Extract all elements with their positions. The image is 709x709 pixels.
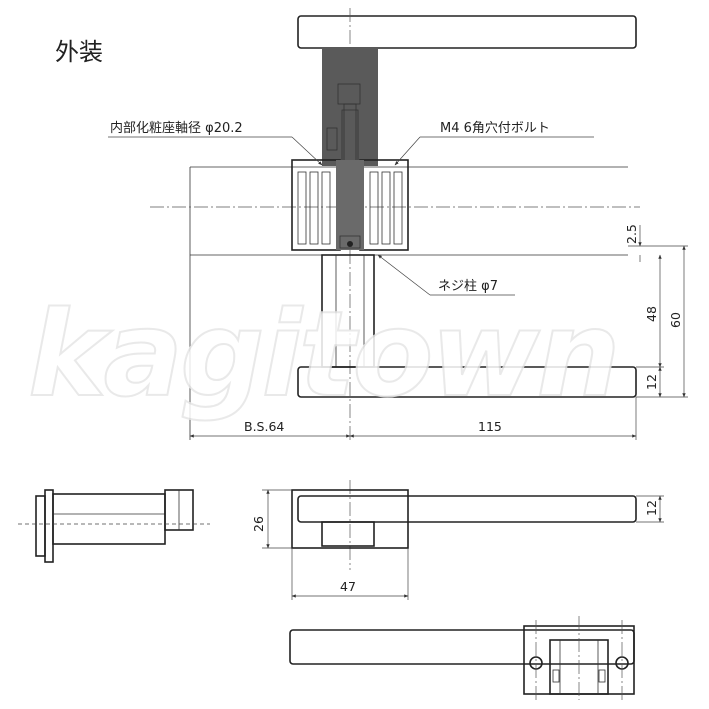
dim-12-top: 12	[644, 374, 659, 390]
callout-bolt: M4 6角穴付ボルト	[440, 121, 550, 136]
dim-2-5: 2.5	[624, 224, 639, 244]
neck-cavity	[322, 48, 378, 166]
dim-backset: B.S.64	[244, 419, 284, 434]
lower-lever	[297, 366, 637, 398]
screw-post-leader	[377, 254, 431, 296]
rose-left	[291, 159, 341, 251]
side-view	[18, 489, 210, 563]
dim-115: 115	[478, 419, 502, 434]
rose-right	[359, 159, 409, 251]
rose-shaft-leader	[291, 136, 323, 166]
dim-60: 60	[668, 312, 683, 328]
bottom-view	[289, 616, 635, 700]
screw-head	[347, 241, 353, 247]
view-title: 外装	[55, 38, 103, 66]
watermark: kagitown	[28, 285, 618, 423]
callout-screw-post: ネジ柱 φ7	[438, 279, 498, 294]
dim-26: 26	[251, 516, 266, 532]
section-view: 内部化粧座軸径 φ20.2 M4 6角穴付ボルト ネジ柱 φ7 2.5 48 6…	[108, 8, 688, 440]
dim-48: 48	[644, 306, 659, 322]
front-view: 26 12 47	[251, 480, 664, 600]
upper-lever	[297, 15, 637, 49]
callout-rose-shaft: 内部化粧座軸径 φ20.2	[110, 120, 243, 136]
spindle-core	[336, 160, 364, 250]
bolt-leader	[394, 136, 421, 166]
dim-12-side: 12	[644, 500, 659, 516]
dim-47: 47	[340, 579, 356, 594]
